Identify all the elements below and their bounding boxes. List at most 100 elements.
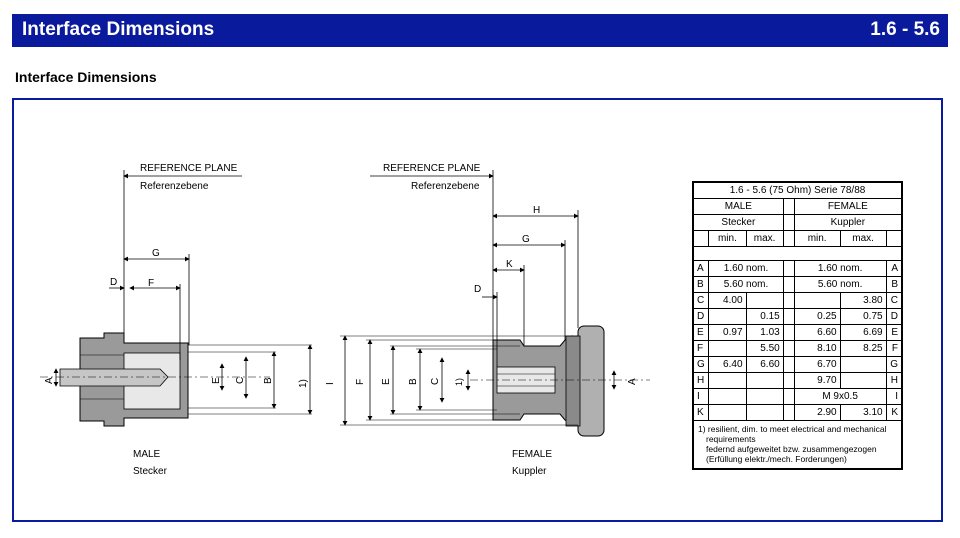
table-cell — [708, 372, 747, 389]
table-cell: I — [692, 388, 710, 405]
table-cell: 5.60 nom. — [708, 276, 784, 293]
page-title: Interface Dimensions — [22, 19, 215, 40]
table-cell — [839, 372, 887, 389]
table-cell: D — [692, 308, 710, 325]
table-cell: K — [885, 404, 903, 421]
table-cell — [782, 404, 795, 421]
female-label-de: Kuppler — [512, 466, 547, 477]
table-cell: 8.10 — [793, 340, 841, 357]
table-col-male-max: max. — [745, 230, 784, 247]
table-cell — [839, 356, 887, 373]
table-cell: 6.69 — [839, 324, 887, 341]
table-cell: 9.70 — [793, 372, 841, 389]
male-label: MALE — [133, 449, 161, 460]
dim-label-f-male: F — [148, 278, 154, 289]
table-cell: 5.60 nom. — [793, 276, 887, 293]
table-cell — [782, 340, 795, 357]
table-cell: H — [692, 372, 710, 389]
table-note: 1) resilient, dim. to meet electrical an… — [693, 420, 902, 469]
table-female-header: FEMALE — [793, 198, 903, 215]
table-cell: E — [692, 324, 710, 341]
dim-label-a-female: A — [627, 378, 638, 385]
table-cell: 0.15 — [745, 308, 784, 325]
dim-label-c-female: C — [430, 378, 441, 385]
note-line: requirements — [706, 434, 756, 444]
dim-label-c-male: C — [235, 377, 246, 384]
dim-label-d-male: D — [110, 277, 117, 288]
dim-label-e-female: E — [381, 378, 392, 385]
dim-label-a-male: A — [44, 377, 55, 384]
table-cell: F — [885, 340, 903, 357]
table-cell: 3.80 — [839, 292, 887, 309]
table-cell: 6.60 — [745, 356, 784, 373]
table-male-header-de: Stecker — [693, 214, 784, 231]
table-cell: K — [692, 404, 710, 421]
male-connector — [40, 332, 270, 427]
note-line: 1) resilient, dim. to meet electrical an… — [698, 424, 887, 434]
table-cell: M 9x0.5 — [793, 388, 887, 405]
reference-plane-male: REFERENCE PLANE Referenzebene — [123, 163, 242, 345]
ref-plane-label-de-male: Referenzebene — [140, 181, 209, 192]
table-cell — [782, 292, 795, 309]
drawing-frame — [12, 98, 943, 522]
table-cell — [782, 388, 795, 405]
dim-label-d-female: D — [474, 284, 481, 295]
table-cell: 0.97 — [708, 324, 747, 341]
table-cell: C — [885, 292, 903, 309]
table-cell — [782, 276, 795, 293]
table-cell: H — [885, 372, 903, 389]
dim-label-note-female: 1) — [454, 378, 464, 386]
dim-label-g-male: G — [152, 248, 160, 259]
table-cell — [793, 292, 841, 309]
table-cell — [745, 372, 784, 389]
table-cell: F — [692, 340, 710, 357]
note-line: federnd aufgeweitet bzw. zusammengezogen — [706, 444, 877, 454]
ref-plane-label-male: REFERENCE PLANE — [140, 163, 238, 174]
note-line: (Erfüllung elektr./mech. Forderungen) — [706, 454, 847, 464]
table-cell: 5.50 — [745, 340, 784, 357]
table-cell: 3.10 — [839, 404, 887, 421]
table-cell: A — [692, 260, 710, 277]
table-cell — [782, 324, 795, 341]
table-cell: G — [885, 356, 903, 373]
table-cell: 6.70 — [793, 356, 841, 373]
dim-label-f-female: F — [355, 379, 366, 385]
table-cell — [745, 292, 784, 309]
table-cell: 0.75 — [839, 308, 887, 325]
dim-label-i-female: I — [325, 382, 336, 385]
table-cell: G — [692, 356, 710, 373]
table-cell: C — [692, 292, 710, 309]
table-cell — [745, 388, 784, 405]
table-cell: D — [885, 308, 903, 325]
table-cell: A — [885, 260, 903, 277]
male-dimensions: G F D A E C B 1) — [44, 248, 313, 415]
dim-label-note-male: 1) — [298, 379, 309, 388]
table-cell: 1.60 nom. — [708, 260, 784, 277]
female-dimensions: H G K D I F E B C 1) A — [325, 205, 638, 426]
table-cell — [745, 404, 784, 421]
table-cell: E — [885, 324, 903, 341]
table-cell: 2.90 — [793, 404, 841, 421]
ref-plane-label-female: REFERENCE PLANE — [383, 163, 481, 174]
table-male-header: MALE — [693, 198, 784, 215]
female-connector — [470, 325, 650, 437]
dim-label-e-male: E — [211, 377, 222, 384]
table-cell: B — [885, 276, 903, 293]
dim-label-h-female: H — [533, 205, 540, 216]
table-cell: 4.00 — [708, 292, 747, 309]
table-cell: 8.25 — [839, 340, 887, 357]
title-bar: Interface Dimensions 1.6 - 5.6 — [12, 14, 948, 47]
table-col-female-min: min. — [793, 230, 841, 247]
table-cell: 1.03 — [745, 324, 784, 341]
reference-plane-female: REFERENCE PLANE Referenzebene — [370, 163, 494, 345]
table-cell — [782, 260, 795, 277]
dim-label-g-female: G — [522, 234, 530, 245]
